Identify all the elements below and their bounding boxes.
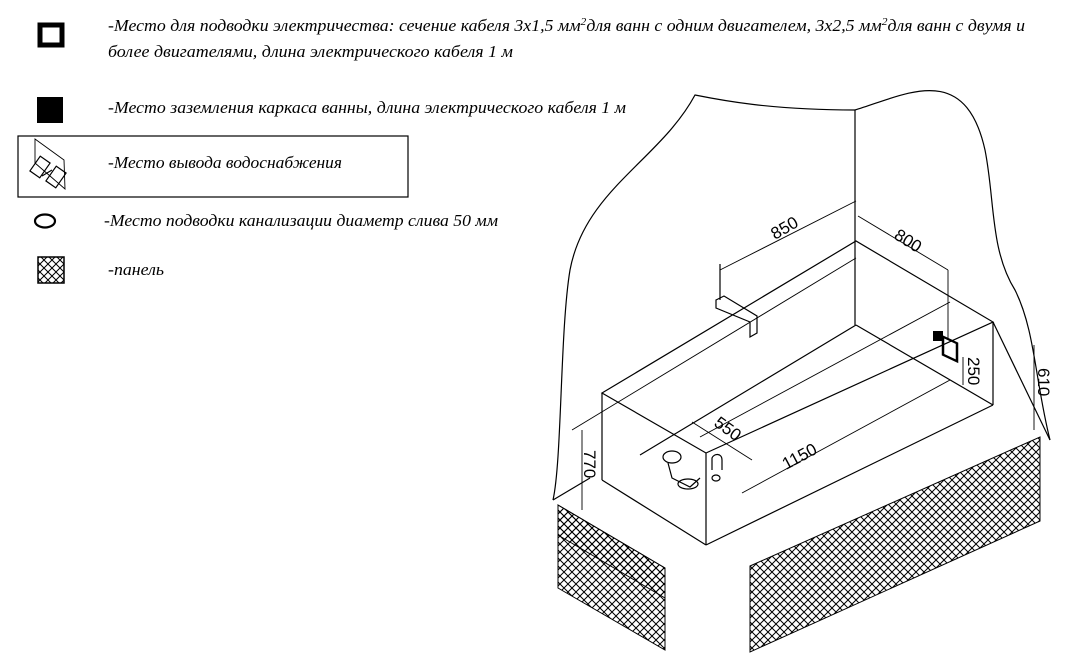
front-panel-right	[749, 436, 1041, 653]
legend-grounding: -Место заземления каркаса ванны, длина э…	[108, 98, 626, 117]
faucet-icon	[715, 264, 758, 339]
legend-water-supply: -Место вывода водоснабжения	[108, 153, 342, 172]
electric-point-icon	[941, 334, 959, 364]
crosshatch-panel-icon	[37, 256, 65, 284]
hollow-square-icon	[37, 22, 65, 48]
legend-electric-line2: более двигателями, длина электрического …	[108, 42, 513, 61]
dimension-770: 770	[580, 450, 599, 478]
legend-highlight-box	[17, 135, 409, 198]
dimension-550: 550	[711, 413, 745, 445]
legend-drain: -Место подводки канализации диаметр слив…	[104, 211, 498, 230]
filled-square-icon	[37, 97, 63, 123]
bathtub-box	[600, 240, 995, 546]
dimension-250: 250	[964, 357, 983, 385]
front-panel-left-full	[557, 504, 666, 651]
wall-outline	[552, 90, 1051, 501]
dimension-1150: 1150	[779, 440, 820, 474]
water-outlet-icon	[29, 138, 67, 191]
dimension-800: 800	[891, 225, 925, 256]
legend: -Место для подводки электричества: сечен…	[17, 16, 1025, 284]
ellipse-drain-icon	[33, 213, 57, 229]
dimension-610: 610	[1034, 368, 1053, 396]
dimension-lines	[571, 200, 1035, 510]
drain-siphon-icon	[662, 450, 723, 490]
legend-panel: -панель	[108, 260, 164, 279]
grounding-point-icon	[933, 331, 943, 341]
dimension-850: 850	[768, 213, 802, 244]
legend-electric-line1: -Место для подводки электричества: сечен…	[108, 16, 1025, 35]
